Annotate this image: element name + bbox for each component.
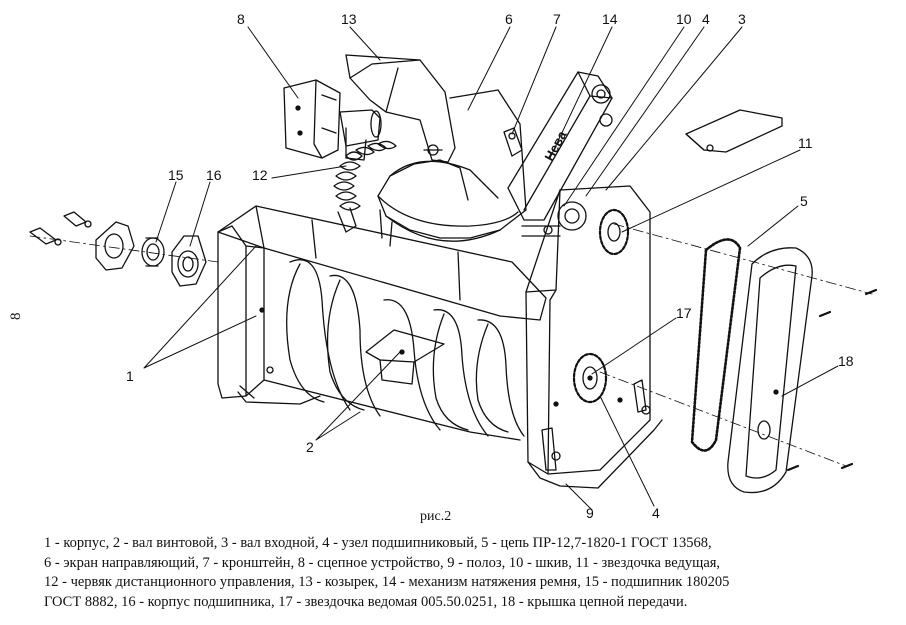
side-page-number: 8 (8, 313, 24, 321)
callout-14: 14 (602, 11, 618, 27)
exploded-assembly-drawing: 8 Нева (8, 11, 878, 524)
callout-5: 5 (800, 193, 808, 209)
callout-17: 17 (676, 305, 692, 321)
part-3-cover-plate (685, 109, 783, 153)
callout-9: 9 (586, 505, 594, 521)
legend-line-4: ГОСТ 8882, 16 - корпус подшипника, 17 - … (44, 593, 688, 610)
callout-15: 15 (168, 167, 184, 183)
callout-4-top: 4 (702, 11, 710, 27)
part-17-driven-sprocket (572, 352, 608, 404)
legend-line-3: 12 - червяк дистанционного управления, 1… (44, 574, 730, 590)
callout-8: 8 (237, 11, 245, 27)
part-12-worm (333, 140, 397, 233)
callout-18: 18 (838, 353, 854, 369)
figure-caption: рис.2 (420, 509, 451, 524)
part-13-visor (345, 54, 456, 163)
part-18-chain-cover (599, 223, 878, 494)
part-6-guide-screen (377, 89, 527, 247)
callout-7: 7 (553, 11, 561, 27)
callout-10: 10 (676, 11, 692, 27)
parts-legend: 1 - корпус, 2 - вал винтовой, 3 - вал вх… (44, 534, 894, 612)
leader-lines (143, 26, 839, 511)
callout-13: 13 (341, 11, 357, 27)
legend-line-2: 6 - экран направляющий, 7 - кронштейн, 8… (44, 554, 721, 571)
part-1-housing (217, 185, 663, 489)
callout-16: 16 (206, 167, 222, 183)
part-2-screw-shafts (286, 259, 525, 437)
legend-line-1: 1 - корпус, 2 - вал винтовой, 3 - вал вх… (44, 535, 712, 551)
part-5-chain (690, 238, 742, 452)
part-11-drive-sprocket (598, 208, 630, 256)
part-15-16-bearing-assembly (29, 211, 219, 287)
callout-2: 2 (306, 439, 314, 455)
callout-12: 12 (252, 167, 268, 183)
callout-numbers: 8 13 6 7 14 10 4 3 11 5 12 15 16 1 2 17 … (126, 11, 854, 521)
callout-11: 11 (798, 135, 813, 151)
part-8-hitch-device (283, 79, 382, 161)
callout-6: 6 (505, 11, 513, 27)
callout-1: 1 (126, 368, 134, 384)
callout-3: 3 (738, 11, 746, 27)
callout-4-bottom: 4 (652, 505, 660, 521)
